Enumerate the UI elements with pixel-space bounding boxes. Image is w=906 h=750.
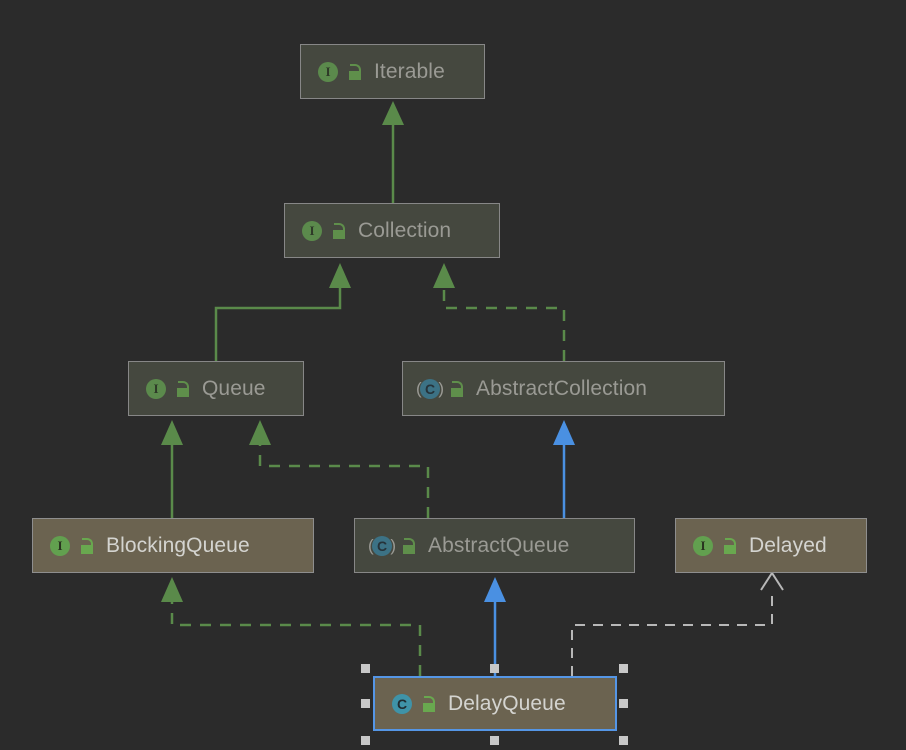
- node-label: Queue: [202, 376, 266, 400]
- uml-node-abstractqueue[interactable]: ( C ) AbstractQueue: [354, 518, 635, 573]
- node-label: Iterable: [374, 59, 445, 83]
- unlocked-public-icon: [400, 536, 418, 556]
- uml-node-abstractcollection[interactable]: ( C ) AbstractCollection: [402, 361, 725, 416]
- interface-icon: I: [143, 376, 169, 402]
- edge-delayqueue-to-abstractqueue: [484, 577, 506, 676]
- node-label: AbstractQueue: [428, 533, 570, 557]
- unlocked-public-icon: [346, 62, 364, 82]
- selection-handle[interactable]: [619, 699, 628, 708]
- selection-handle[interactable]: [361, 699, 370, 708]
- uml-node-blockingqueue[interactable]: I BlockingQueue: [32, 518, 314, 573]
- selection-handle[interactable]: [490, 736, 499, 745]
- unlocked-public-icon: [420, 694, 438, 714]
- interface-icon: I: [299, 218, 325, 244]
- unlocked-public-icon: [330, 221, 348, 241]
- interface-icon: I: [690, 533, 716, 559]
- node-label: Collection: [358, 218, 452, 242]
- unlocked-public-icon: [721, 536, 739, 556]
- selection-handle[interactable]: [619, 664, 628, 673]
- node-label: AbstractCollection: [476, 376, 648, 400]
- edge-abstractcollection-to-collection: [433, 263, 566, 361]
- class-icon: C: [389, 691, 415, 717]
- unlocked-public-icon: [174, 379, 192, 399]
- uml-node-collection[interactable]: I Collection: [284, 203, 500, 258]
- unlocked-public-icon: [78, 536, 96, 556]
- node-label: DelayQueue: [448, 691, 566, 715]
- node-label: Delayed: [749, 533, 827, 557]
- edge-collection-to-iterable: [382, 101, 404, 203]
- uml-node-queue[interactable]: I Queue: [128, 361, 304, 416]
- abstract-class-icon: ( C ): [368, 535, 396, 556]
- edge-queue-to-collection: [214, 263, 351, 361]
- edge-abstractqueue-to-abstractcollection: [553, 420, 575, 518]
- uml-node-delayqueue[interactable]: C DelayQueue: [373, 676, 617, 731]
- selection-handle[interactable]: [361, 736, 370, 745]
- uml-node-iterable[interactable]: I Iterable: [300, 44, 485, 99]
- selection-handle[interactable]: [619, 736, 628, 745]
- selection-handle[interactable]: [490, 664, 499, 673]
- edge-delayqueue-to-blockingqueue: [161, 577, 422, 676]
- abstract-class-icon: ( C ): [416, 378, 444, 399]
- node-label: BlockingQueue: [106, 533, 250, 557]
- edge-abstractqueue-to-queue: [249, 420, 430, 518]
- interface-icon: I: [315, 59, 341, 85]
- uml-node-delayed[interactable]: I Delayed: [675, 518, 867, 573]
- interface-icon: I: [47, 533, 73, 559]
- edge-blockingqueue-to-queue: [161, 420, 183, 518]
- unlocked-public-icon: [448, 379, 466, 399]
- selection-handle[interactable]: [361, 664, 370, 673]
- edge-delayqueue-to-delayed: [571, 571, 784, 676]
